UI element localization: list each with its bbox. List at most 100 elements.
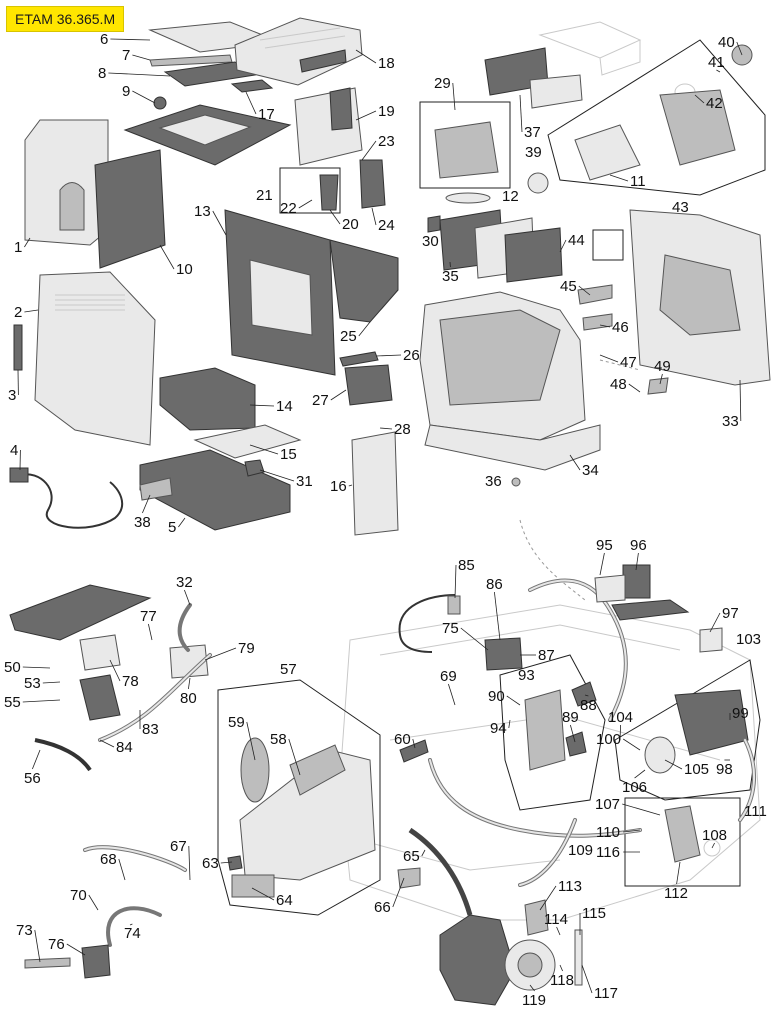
- callout-13: 13: [194, 203, 211, 220]
- leader-113: [540, 886, 556, 910]
- callout-114: 114: [544, 911, 568, 928]
- part-115-clip: [575, 930, 582, 985]
- callout-66: 66: [374, 899, 391, 916]
- part-2-side-panel: [35, 272, 155, 445]
- leader-23: [362, 141, 376, 160]
- callout-40: 40: [718, 34, 735, 51]
- part-9-knob: [154, 97, 166, 109]
- leader-16: [349, 485, 352, 486]
- callout-3: 3: [8, 387, 16, 404]
- callout-107: 107: [595, 796, 620, 813]
- callout-109: 109: [568, 842, 593, 859]
- callout-110: 110: [596, 824, 620, 841]
- callout-96: 96: [630, 537, 647, 554]
- leader-107: [622, 804, 660, 815]
- callout-25: 25: [340, 328, 357, 345]
- part-34-chassis: [420, 292, 600, 470]
- leader-90: [507, 696, 520, 705]
- frame-43: [548, 40, 765, 195]
- leader-100: [623, 739, 640, 750]
- callout-74: 74: [124, 925, 141, 942]
- callout-14: 14: [276, 398, 293, 415]
- leader-77: [148, 624, 152, 640]
- part-105-seal: [645, 737, 675, 773]
- callout-67: 67: [170, 838, 187, 855]
- callout-112: 112: [664, 885, 688, 902]
- callout-27: 27: [312, 392, 329, 409]
- callout-50: 50: [4, 659, 21, 676]
- leader-114: [557, 927, 560, 935]
- leader-5: [178, 518, 185, 527]
- leader-6: [110, 39, 150, 40]
- callout-29: 29: [434, 75, 451, 92]
- part-30-clip: [428, 216, 440, 232]
- callout-43: 43: [672, 199, 689, 216]
- part-10-side-panel: [95, 150, 165, 268]
- callout-89: 89: [562, 709, 579, 726]
- callout-20: 20: [342, 216, 359, 233]
- callout-106: 106: [622, 779, 647, 796]
- callout-45: 45: [560, 278, 577, 295]
- callout-28: 28: [394, 421, 411, 438]
- callout-100: 100: [596, 731, 621, 748]
- part-20-valve: [320, 175, 338, 210]
- leader-118: [560, 965, 563, 971]
- callout-46: 46: [612, 319, 629, 336]
- callout-47: 47: [620, 354, 637, 371]
- part-13-main-panel: [225, 210, 335, 375]
- callout-119: 119: [522, 992, 546, 1009]
- leader-66: [393, 878, 404, 907]
- callout-60: 60: [394, 731, 411, 748]
- leader-32: [184, 590, 190, 605]
- callout-6: 6: [100, 31, 108, 48]
- leader-17: [246, 92, 256, 114]
- callout-77: 77: [140, 608, 157, 625]
- part-112-valve: [665, 806, 700, 862]
- callout-1: 1: [14, 239, 22, 256]
- leader-25: [359, 322, 370, 336]
- leader-84: [100, 740, 114, 747]
- part-59-gasket: [241, 738, 269, 802]
- leader-26: [376, 355, 401, 356]
- leader-117: [582, 965, 592, 993]
- callout-10: 10: [176, 261, 193, 278]
- leader-50: [23, 667, 50, 668]
- callout-2: 2: [14, 304, 22, 321]
- callout-86: 86: [486, 576, 503, 593]
- callout-111: 111: [744, 803, 767, 820]
- callout-56: 56: [24, 770, 41, 787]
- callout-68: 68: [100, 851, 117, 868]
- part-36-foot: [512, 478, 520, 486]
- callout-57: 57: [280, 661, 297, 678]
- callout-73: 73: [16, 922, 33, 939]
- callout-8: 8: [98, 65, 106, 82]
- part-45-lever: [578, 285, 612, 304]
- callout-30: 30: [422, 233, 439, 250]
- leader-28: [380, 428, 392, 429]
- leader-20: [330, 210, 340, 224]
- callout-65: 65: [403, 848, 420, 865]
- leader-67: [189, 846, 190, 880]
- callout-12: 12: [502, 188, 519, 205]
- callout-18: 18: [378, 55, 395, 72]
- callout-103: 103: [736, 631, 761, 648]
- leader-56: [32, 750, 40, 769]
- callout-48: 48: [610, 376, 627, 393]
- callout-24: 24: [378, 217, 395, 234]
- part-97-bracket: [700, 628, 722, 652]
- leader-48: [629, 384, 640, 392]
- callout-49: 49: [654, 358, 671, 375]
- callout-44: 44: [568, 232, 585, 249]
- leader-69: [448, 684, 455, 705]
- leader-73: [35, 930, 40, 962]
- leader-22: [299, 200, 312, 208]
- callout-88: 88: [580, 697, 597, 714]
- callout-75: 75: [442, 620, 459, 637]
- callout-53: 53: [24, 675, 41, 692]
- callout-117: 117: [594, 985, 618, 1002]
- callout-37: 37: [524, 124, 541, 141]
- callout-31: 31: [296, 473, 313, 490]
- leader-2: [24, 310, 38, 312]
- part-water-cover: [10, 585, 150, 640]
